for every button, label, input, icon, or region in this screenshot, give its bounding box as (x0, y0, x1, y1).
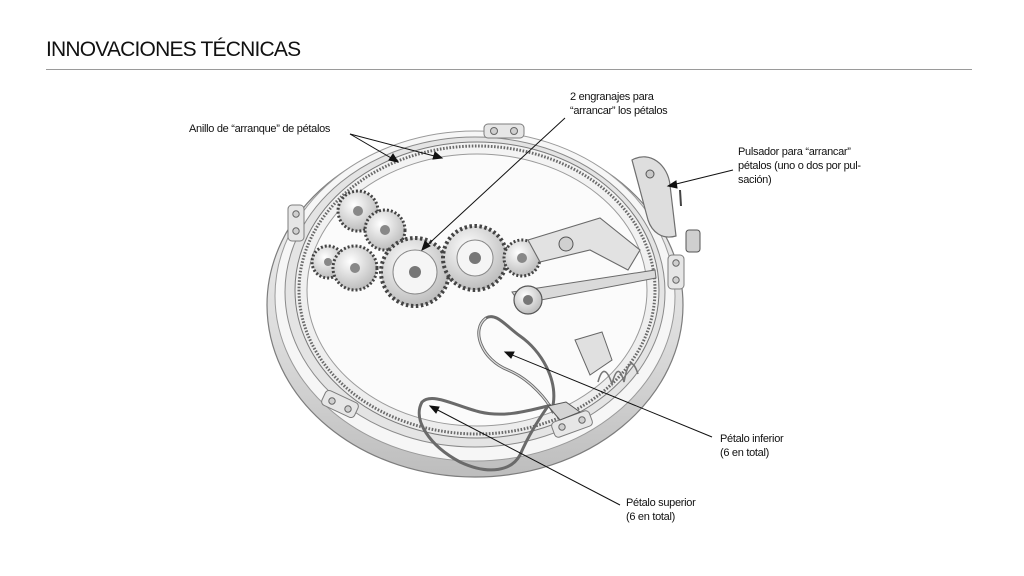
title-divider (46, 69, 972, 70)
leader-pusher (667, 169, 734, 187)
leader-gears (421, 117, 566, 251)
arrow-pusher (666, 180, 678, 189)
annotation-gears: 2 engranajes para “arrancar” los pétalos (570, 90, 668, 118)
upper-petal (417, 397, 582, 472)
annotation-pusher: Pulsador para “arrancar” pétalos (uno o … (738, 145, 861, 187)
gear-right (502, 238, 542, 278)
arrow-lower-petal (503, 351, 515, 359)
mounting-plate-top (483, 123, 525, 139)
annotation-lower-petal: Pétalo inferior (6 en total) (720, 432, 784, 460)
gear-mid-left (331, 244, 379, 292)
petal-release-ring (294, 141, 660, 439)
annotation-pusher-line2: pétalos (uno o dos por pul- (738, 160, 861, 172)
gear-release-large (379, 236, 451, 308)
arrow-gears (421, 240, 431, 251)
annotation-pusher-line1: Pulsador para “arrancar” (738, 146, 851, 158)
mounting-plate-bottom-left (321, 389, 359, 419)
arrow-ring-a (388, 153, 400, 163)
spring (574, 331, 639, 387)
gear-release-center (441, 224, 509, 292)
release-lever (511, 217, 657, 315)
annotation-gears-line1: 2 engranajes para (570, 91, 654, 103)
page-title: INNOVACIONES TÉCNICAS (46, 38, 301, 61)
mounting-plate-right (667, 254, 685, 290)
leader-ring-a (349, 133, 399, 163)
annotation-leaders (349, 117, 734, 506)
leader-lower-petal (504, 351, 713, 438)
annotation-upper-petal: Pétalo superior (6 en total) (626, 496, 696, 524)
gear-small-top-mid (363, 208, 407, 252)
gear-train (310, 189, 542, 308)
petal-pusher (631, 156, 701, 253)
leader-upper-petal (429, 405, 621, 506)
annotation-upper-petal-line1: Pétalo superior (626, 497, 696, 509)
arrow-ring-b (432, 151, 444, 160)
annotation-lower-petal-line1: Pétalo inferior (720, 433, 784, 445)
leader-ring-b (349, 133, 443, 159)
arrow-upper-petal (428, 405, 440, 414)
annotation-lower-petal-line2: (6 en total) (720, 447, 769, 459)
annotation-ring: Anillo de “arranque” de pétalos (189, 122, 330, 136)
annotation-upper-petal-line2: (6 en total) (626, 511, 675, 523)
annotation-pusher-line3: sación) (738, 174, 772, 186)
annotation-gears-line2: “arrancar” los pétalos (570, 105, 668, 117)
annotation-ring-line1: Anillo de “arranque” de pétalos (189, 123, 331, 135)
mounting-plate-left (287, 204, 305, 242)
